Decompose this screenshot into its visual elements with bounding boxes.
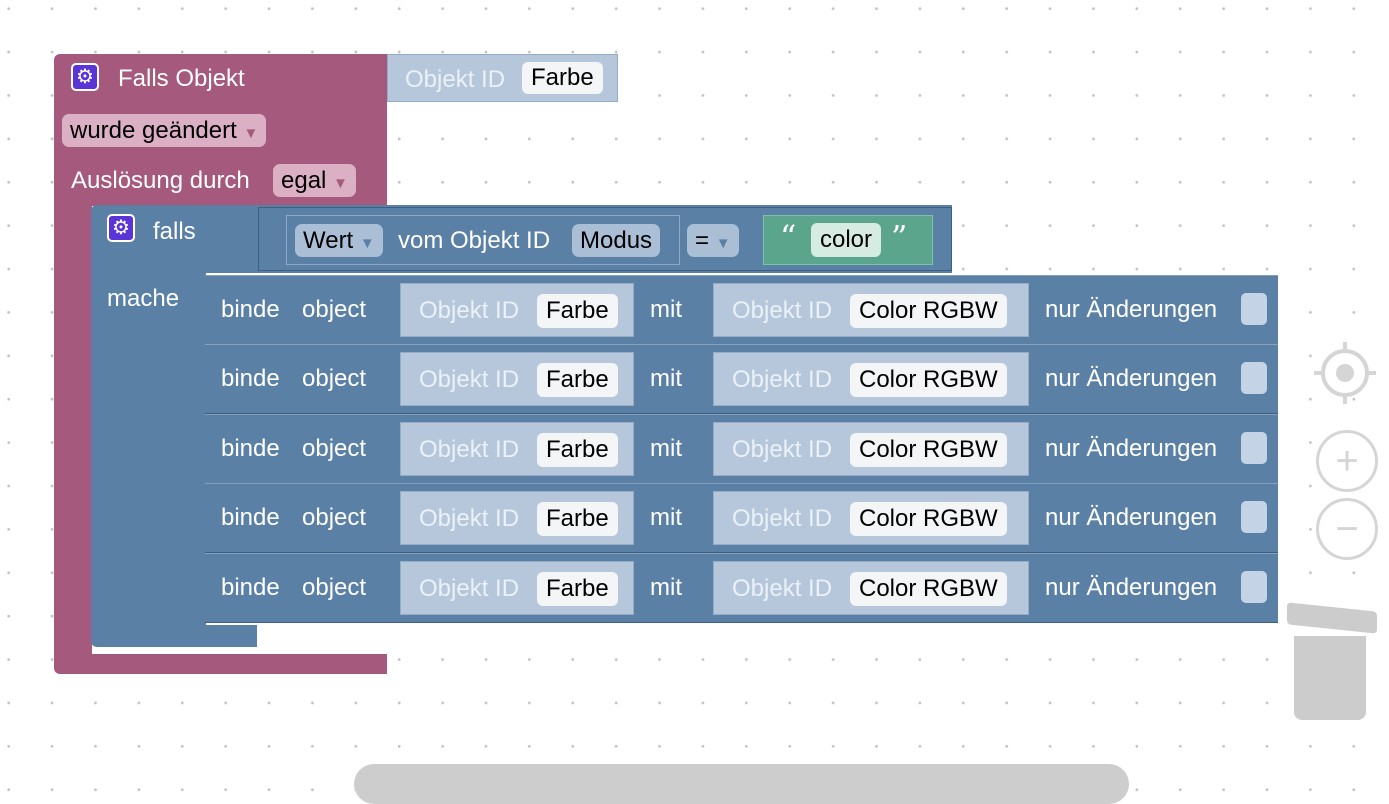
source-object-block[interactable]: Objekt ID Farbe xyxy=(400,283,634,337)
target-object-label: Objekt ID xyxy=(732,505,833,532)
trash-icon[interactable] xyxy=(1287,602,1377,634)
event-block[interactable] xyxy=(54,54,387,106)
object-id-field[interactable]: Farbe xyxy=(522,62,603,94)
target-object-block[interactable]: Objekt ID Color RGBW xyxy=(713,352,1029,406)
target-icon[interactable] xyxy=(1312,340,1378,406)
target-object-label: Objekt ID xyxy=(732,436,833,463)
bind-row[interactable]: binde object Objekt ID Farbe mit Objekt … xyxy=(205,275,1278,345)
trigger-by-dropdown[interactable]: egal ▼ xyxy=(273,164,356,197)
text-value-field[interactable]: color xyxy=(811,223,882,257)
bind-row[interactable]: binde object Objekt ID Farbe mit Objekt … xyxy=(205,344,1278,414)
target-object-block[interactable]: Objekt ID Color RGBW xyxy=(713,283,1029,337)
from-object-label: vom Objekt ID xyxy=(398,227,551,254)
source-object-block[interactable]: Objekt ID Farbe xyxy=(400,491,634,545)
only-changes-checkbox[interactable] xyxy=(1241,432,1267,464)
source-object-label: Objekt ID xyxy=(419,297,520,324)
target-object-field[interactable]: Color RGBW xyxy=(850,363,1007,397)
gear-icon[interactable]: ⚙ xyxy=(107,214,135,242)
target-object-field[interactable]: Color RGBW xyxy=(850,294,1007,328)
target-object-field[interactable]: Color RGBW xyxy=(850,502,1007,536)
property-dropdown[interactable]: Wert ▼ xyxy=(295,224,383,257)
trigger-mode-dropdown[interactable]: wurde geändert ▼ xyxy=(62,114,267,147)
gear-icon[interactable]: ⚙ xyxy=(71,63,99,91)
only-changes-checkbox[interactable] xyxy=(1241,571,1267,603)
chevron-down-icon: ▼ xyxy=(715,235,731,252)
object-label: object xyxy=(302,296,367,323)
target-object-label: Objekt ID xyxy=(732,366,833,393)
target-object-block[interactable]: Objekt ID Color RGBW xyxy=(713,561,1029,615)
target-object-field[interactable]: Color RGBW xyxy=(850,572,1007,606)
trash-can-body[interactable] xyxy=(1294,636,1366,720)
event-object-id-block[interactable]: Objekt ID Farbe xyxy=(387,54,618,102)
event-block-title: Falls Objekt xyxy=(118,65,245,92)
with-label: mit xyxy=(650,365,682,392)
chevron-down-icon: ▼ xyxy=(333,175,348,192)
source-object-field[interactable]: Farbe xyxy=(537,294,618,328)
operator-dropdown[interactable]: = ▼ xyxy=(687,224,739,257)
text-block[interactable]: “ color ” xyxy=(763,215,933,265)
event-block-footer xyxy=(54,654,387,674)
only-changes-label: nur Änderungen xyxy=(1045,574,1218,601)
source-object-block[interactable]: Objekt ID Farbe xyxy=(400,422,634,476)
trigger-mode-value: wurde geändert xyxy=(70,117,237,144)
close-quote-icon: ” xyxy=(891,218,908,256)
source-object-field[interactable]: Farbe xyxy=(537,433,618,467)
target-object-block[interactable]: Objekt ID Color RGBW xyxy=(713,422,1029,476)
condition-object-field[interactable]: Modus xyxy=(572,224,661,257)
event-block-spine xyxy=(54,206,92,656)
horizontal-scrollbar[interactable] xyxy=(354,764,1129,804)
do-label: mache xyxy=(107,285,180,312)
source-object-label: Objekt ID xyxy=(419,575,520,602)
source-object-label: Objekt ID xyxy=(419,366,520,393)
only-changes-label: nur Änderungen xyxy=(1045,296,1218,323)
only-changes-label: nur Änderungen xyxy=(1045,504,1218,531)
object-label: object xyxy=(302,365,367,392)
object-label: object xyxy=(302,504,367,531)
only-changes-label: nur Änderungen xyxy=(1045,435,1218,462)
bind-label: binde xyxy=(221,504,280,531)
plus-icon[interactable]: + xyxy=(1316,430,1378,492)
if-block-spine xyxy=(91,273,206,625)
chevron-down-icon: ▼ xyxy=(243,125,259,142)
property-value: Wert xyxy=(303,227,354,254)
source-object-block[interactable]: Objekt ID Farbe xyxy=(400,352,634,406)
minus-icon[interactable]: − xyxy=(1316,498,1378,560)
trigger-by-value: egal xyxy=(281,167,327,194)
source-object-field[interactable]: Farbe xyxy=(537,502,618,536)
source-object-label: Objekt ID xyxy=(419,505,520,532)
source-object-block[interactable]: Objekt ID Farbe xyxy=(400,561,634,615)
trigger-by-label: Auslösung durch xyxy=(71,167,250,194)
if-block-footer xyxy=(91,625,257,647)
chevron-down-icon: ▼ xyxy=(359,235,375,252)
target-object-label: Objekt ID xyxy=(732,575,833,602)
object-label: object xyxy=(302,435,367,462)
bind-label: binde xyxy=(221,574,280,601)
operator-value: = xyxy=(695,227,710,254)
object-id-label: Objekt ID xyxy=(405,66,506,93)
bind-label: binde xyxy=(221,435,280,462)
with-label: mit xyxy=(650,435,682,462)
with-label: mit xyxy=(650,296,682,323)
if-label: falls xyxy=(153,218,196,245)
bind-label: binde xyxy=(221,365,280,392)
bind-label: binde xyxy=(221,296,280,323)
with-label: mit xyxy=(650,574,682,601)
source-object-label: Objekt ID xyxy=(419,436,520,463)
only-changes-checkbox[interactable] xyxy=(1241,501,1267,533)
target-object-label: Objekt ID xyxy=(732,297,833,324)
only-changes-checkbox[interactable] xyxy=(1241,362,1267,394)
target-object-field[interactable]: Color RGBW xyxy=(850,433,1007,467)
source-object-field[interactable]: Farbe xyxy=(537,572,618,606)
open-quote-icon: “ xyxy=(780,218,797,256)
only-changes-label: nur Änderungen xyxy=(1045,365,1218,392)
object-label: object xyxy=(302,574,367,601)
target-object-block[interactable]: Objekt ID Color RGBW xyxy=(713,491,1029,545)
only-changes-checkbox[interactable] xyxy=(1241,293,1267,325)
with-label: mit xyxy=(650,504,682,531)
bind-row[interactable]: binde object Objekt ID Farbe mit Objekt … xyxy=(205,553,1278,623)
bind-row[interactable]: binde object Objekt ID Farbe mit Objekt … xyxy=(205,483,1278,553)
bind-row[interactable]: binde object Objekt ID Farbe mit Objekt … xyxy=(205,414,1278,484)
source-object-field[interactable]: Farbe xyxy=(537,363,618,397)
